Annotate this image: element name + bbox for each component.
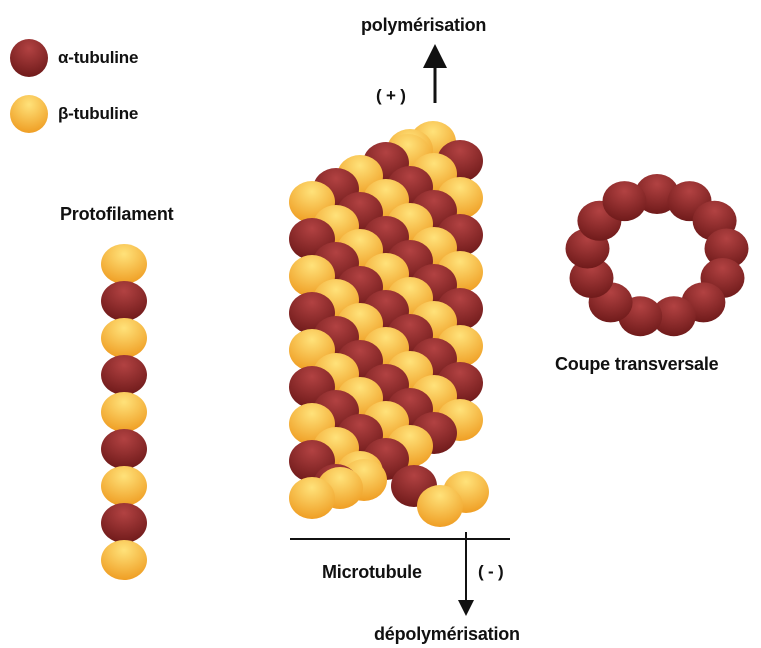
beta-tubulin-subunit xyxy=(101,392,147,432)
beta-tubulin-subunit xyxy=(289,477,335,519)
microtubule-body xyxy=(289,121,489,527)
legend xyxy=(10,39,48,133)
cross-section-ring xyxy=(565,174,749,337)
beta-tubulin-label: β-tubuline xyxy=(58,104,139,123)
protofilament-column xyxy=(101,244,147,580)
beta-tubulin-subunit xyxy=(101,540,147,580)
beta-tubulin-subunit xyxy=(101,318,147,358)
minus-end-label: ( - ) xyxy=(478,562,504,581)
beta-tubulin-subunit xyxy=(417,485,463,527)
alpha-tubulin-label: α-tubuline xyxy=(58,48,139,67)
cross-section-subunit xyxy=(569,258,614,298)
beta-tubulin-legend-icon xyxy=(10,95,48,133)
cross-section-subunit xyxy=(651,296,696,337)
alpha-tubulin-subunit xyxy=(101,281,147,321)
microtubule-label: Microtubule xyxy=(322,562,422,582)
alpha-tubulin-subunit xyxy=(101,355,147,395)
protofilament-label: Protofilament xyxy=(60,204,174,224)
cross-section-label: Coupe transversale xyxy=(555,354,719,374)
beta-tubulin-subunit xyxy=(101,244,147,284)
cross-section-subunit xyxy=(602,181,647,222)
plus-end-label: ( + ) xyxy=(376,86,406,105)
depolymerisation-label: dépolymérisation xyxy=(374,624,520,644)
alpha-tubulin-subunit xyxy=(101,429,147,469)
alpha-tubulin-subunit xyxy=(101,503,147,543)
cross-section-subunit xyxy=(704,228,749,269)
beta-tubulin-subunit xyxy=(101,466,147,506)
polymerisation-label: polymérisation xyxy=(361,15,487,35)
alpha-tubulin-legend-icon xyxy=(10,39,48,77)
